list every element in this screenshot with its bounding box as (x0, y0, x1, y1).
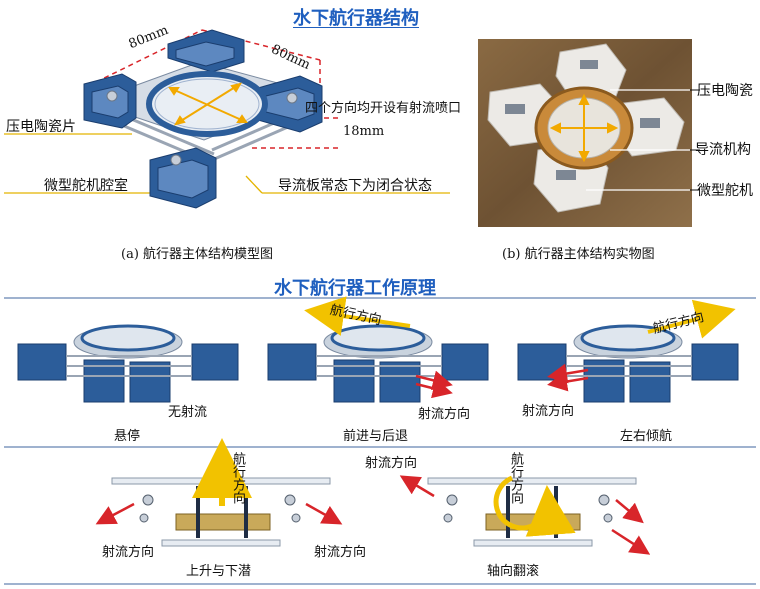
piezo-sheet-label: 压电陶瓷片 (6, 119, 76, 135)
forward-jet-label: 射流方向 (418, 407, 471, 422)
structure-title: 水下航行器结构 (293, 8, 419, 29)
hover-title: 悬停 (114, 429, 141, 444)
tilt-title: 左右倾航 (620, 429, 673, 444)
nozzle-label: 四个方向均开设有射流喷口 (305, 101, 462, 116)
roll-nav-label: 航行方向 (508, 452, 523, 504)
rise-diagram (95, 438, 343, 547)
photo-piezo-label: 压电陶瓷 (697, 83, 753, 99)
photo-deflector-label: 导流机构 (695, 142, 751, 158)
rise-jet-right-label: 射流方向 (314, 545, 367, 560)
photo-servo-label: 微型舵机 (697, 183, 753, 199)
hover-note: 无射流 (168, 405, 208, 420)
deflector-label: 导流板常态下为闭合状态 (278, 178, 432, 194)
section-divider-bottom (4, 583, 756, 585)
servo-cavity-label: 微型舵机腔室 (44, 178, 128, 194)
rise-jet-left-label: 射流方向 (102, 545, 155, 560)
roll-diagram (399, 475, 651, 555)
tilt-vehicle (517, 299, 739, 403)
rise-nav-label: 航行方向 (230, 452, 245, 504)
section-divider-mid (4, 446, 756, 448)
tilt-jet-label: 射流方向 (522, 404, 575, 419)
roll-title: 轴向翻滚 (487, 564, 540, 579)
figure-b-caption: (b) 航行器主体结构实物图 (502, 247, 655, 262)
hover-vehicle (17, 324, 239, 403)
rise-title: 上升与下潜 (186, 564, 252, 579)
section-divider-top (4, 297, 756, 299)
principle-title: 水下航行器工作原理 (274, 278, 436, 299)
forward-title: 前进与后退 (343, 429, 409, 444)
roll-jet-label: 射流方向 (365, 456, 418, 471)
forward-vehicle (267, 296, 489, 403)
dim-height-label: 18mm (343, 124, 385, 139)
figure-a-caption: (a) 航行器主体结构模型图 (121, 247, 274, 262)
